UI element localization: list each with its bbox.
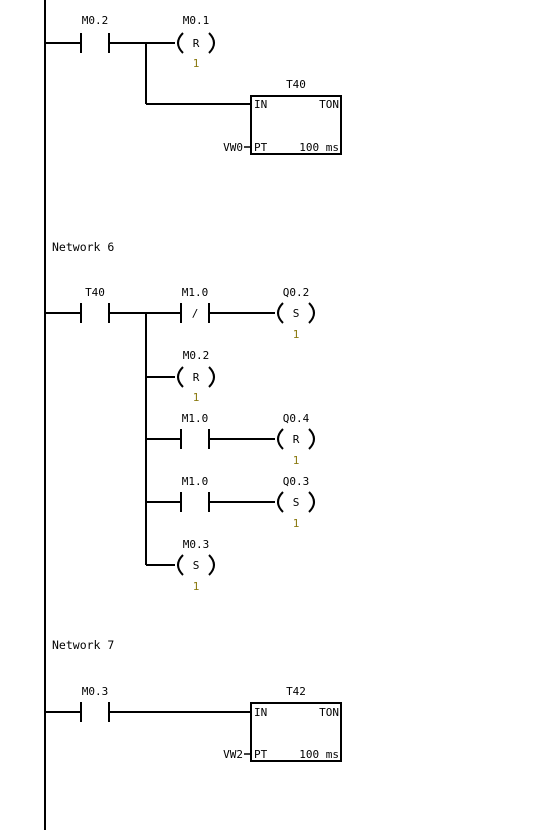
coil-address: Q0.2	[283, 286, 310, 299]
contact-address: M0.2	[82, 14, 109, 27]
coil-count: 1	[293, 517, 300, 530]
coil-type: R	[293, 433, 300, 446]
coil-type: S	[193, 559, 200, 572]
timer-t40[interactable]: T40 IN TON PT 100 ms VW0	[223, 78, 342, 155]
coil-count: 1	[193, 391, 200, 404]
contact-m10-normally-closed[interactable]: M1.0 /	[180, 286, 210, 323]
coil-address: M0.3	[183, 538, 210, 551]
coil-address: Q0.4	[283, 412, 310, 425]
timer-pt-label: PT	[254, 748, 268, 761]
coil-type: R	[193, 371, 200, 384]
timer-preset: VW2	[223, 748, 243, 761]
timer-t42[interactable]: T42 IN TON PT 100 ms VW2	[223, 685, 342, 762]
timer-in-label: IN	[254, 706, 267, 719]
coil-reset-m01[interactable]: M0.1 R 1	[177, 14, 215, 70]
contact-address: M1.0	[182, 412, 209, 425]
coil-count: 1	[193, 57, 200, 70]
contact-address: M1.0	[182, 286, 209, 299]
coil-reset-m02[interactable]: M0.2 R 1	[177, 349, 215, 404]
timer-resolution: 100 ms	[299, 141, 339, 154]
timer-pt-label: PT	[254, 141, 268, 154]
timer-type-label: TON	[319, 98, 339, 111]
coil-count: 1	[293, 328, 300, 341]
contact-address: T40	[85, 286, 105, 299]
coil-set-q03[interactable]: Q0.3 S 1	[277, 475, 315, 530]
coil-type: S	[293, 496, 300, 509]
network-6-title: Network 6	[52, 240, 114, 254]
coil-address: M0.1	[183, 14, 210, 27]
contact-m10-a[interactable]: M1.0	[180, 412, 210, 449]
timer-preset: VW0	[223, 141, 243, 154]
network-5: M0.2 M0.1 R 1 T40 IN TON PT 100 ms VW0	[45, 14, 342, 155]
contact-m03[interactable]: M0.3	[80, 685, 110, 722]
coil-set-q02[interactable]: Q0.2 S 1	[277, 286, 315, 341]
contact-t40[interactable]: T40	[80, 286, 110, 323]
coil-address: M0.2	[183, 349, 210, 362]
coil-type: R	[193, 37, 200, 50]
network-7-title: Network 7	[52, 638, 114, 652]
timer-name: T40	[286, 78, 306, 91]
contact-m02[interactable]: M0.2	[80, 14, 110, 53]
coil-type: S	[293, 307, 300, 320]
contact-address: M0.3	[82, 685, 109, 698]
contact-address: M1.0	[182, 475, 209, 488]
contact-m10-b[interactable]: M1.0	[180, 475, 210, 512]
coil-count: 1	[193, 580, 200, 593]
timer-type-label: TON	[319, 706, 339, 719]
coil-address: Q0.3	[283, 475, 310, 488]
network-6: Network 6 T40 M1.0 / Q0.2 S 1	[45, 240, 315, 593]
contact-not-symbol: /	[192, 307, 199, 320]
network-7: Network 7 M0.3 T42 IN TON PT 100 ms VW2	[45, 638, 342, 762]
timer-name: T42	[286, 685, 306, 698]
timer-resolution: 100 ms	[299, 748, 339, 761]
coil-set-m03[interactable]: M0.3 S 1	[177, 538, 215, 593]
timer-in-label: IN	[254, 98, 267, 111]
coil-reset-q04[interactable]: Q0.4 R 1	[277, 412, 315, 467]
coil-count: 1	[293, 454, 300, 467]
